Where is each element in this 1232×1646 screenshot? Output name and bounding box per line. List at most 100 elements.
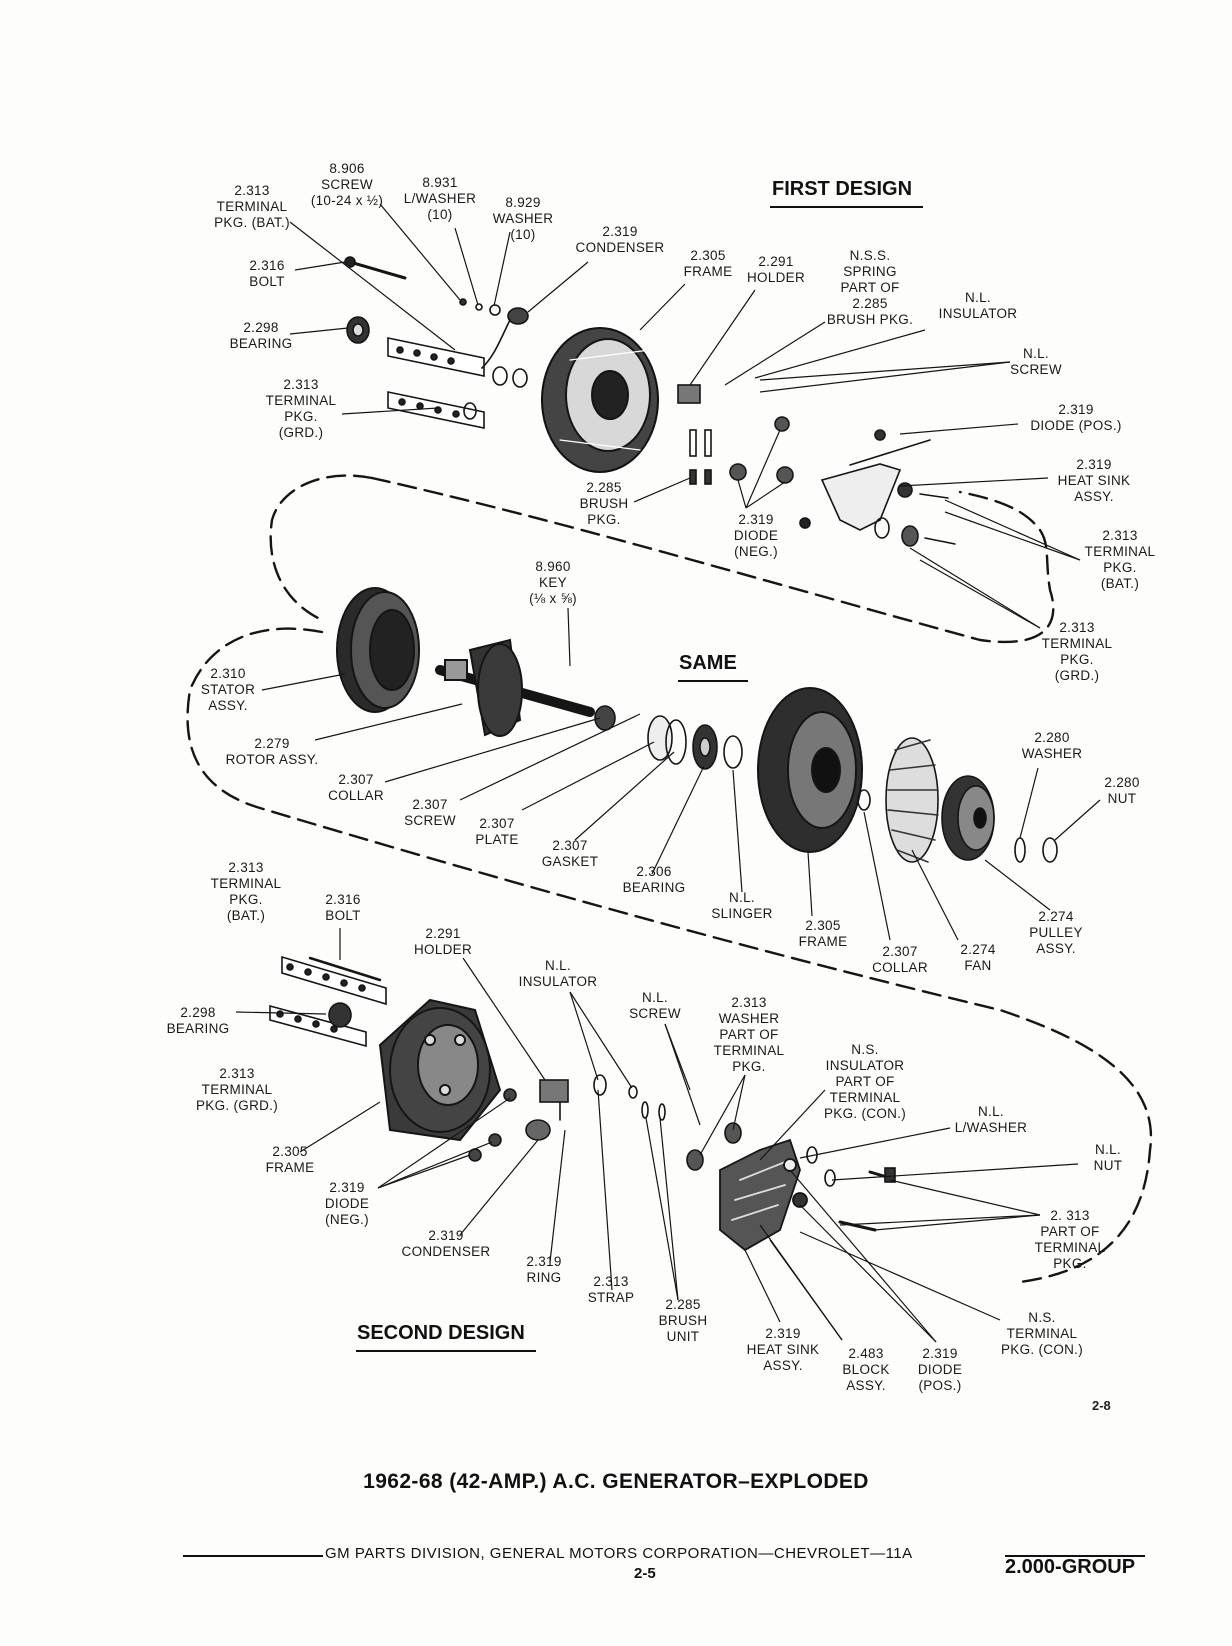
- footer-rule-right: [1005, 1555, 1145, 1557]
- stator-assembly: [336, 587, 420, 713]
- label-lwasher-nl: N.L.L/WASHER: [954, 1104, 1028, 1135]
- collar-2: [857, 789, 871, 811]
- bolt-1: [344, 256, 407, 280]
- terminal-insulators-2: [686, 1122, 742, 1171]
- label-screw-nl-2: N.L.SCREW: [629, 990, 681, 1021]
- page-number: 2-5: [634, 1565, 656, 1582]
- second-design-boundary: [186, 627, 1153, 1284]
- footer-division: GM PARTS DIVISION, GENERAL MOTORS CORPOR…: [325, 1545, 913, 1562]
- heat-sink-assembly-2: [719, 1138, 808, 1252]
- pulley-washer-nut: [1014, 837, 1058, 863]
- slip-ring-frame-2: [378, 998, 502, 1142]
- heat-sink-1: [820, 429, 931, 531]
- label-nut-nl: N.L.NUT: [1093, 1142, 1123, 1173]
- heading-first-design: FIRST DESIGN: [772, 178, 913, 200]
- bolt-2: [308, 956, 382, 982]
- slip-ring-frame-1: [541, 327, 659, 473]
- group-number: 2.000-GROUP: [1005, 1556, 1136, 1578]
- figure-caption: 1962-68 (42-AMP.) A.C. GENERATOR–EXPLODE…: [363, 1470, 869, 1493]
- collar-1: [594, 705, 616, 731]
- heading-same: SAME: [679, 652, 737, 674]
- brush-springs-2: [593, 1074, 666, 1121]
- pulley: [941, 775, 995, 861]
- label-insulator-nl-1: N.L.INSULATOR: [938, 290, 1018, 321]
- condenser-2: [525, 1119, 551, 1141]
- slinger: [723, 735, 743, 769]
- brush-holder-1: [677, 384, 712, 485]
- diodes-2: [468, 1088, 517, 1162]
- label-insulator-nl-2: N.L.INSULATOR: [518, 958, 598, 989]
- heading-first-design-underline: [770, 206, 923, 208]
- terminal-strip-1: [387, 337, 528, 429]
- figure-number: 2-8: [1092, 1398, 1111, 1413]
- diodes-1: [729, 416, 811, 529]
- condenser-1: [481, 307, 529, 369]
- label-screw-nl-1: N.L.SCREW: [1010, 346, 1062, 377]
- plate-gasket: [647, 715, 687, 765]
- small-hardware-1: [459, 298, 501, 316]
- terminal-hardware-1: [874, 493, 956, 547]
- terminal-strip-2: [269, 955, 387, 1048]
- drive-end-frame: [757, 687, 863, 853]
- heading-second-design-underline: [356, 1350, 536, 1352]
- label-slinger-nl: N.L.SLINGER: [711, 890, 773, 921]
- holder-2: [539, 1079, 569, 1121]
- heading-second-design: SECOND DESIGN: [357, 1322, 525, 1344]
- first-design-boundary: [269, 474, 1055, 644]
- footer-rule-left: [183, 1555, 323, 1557]
- bearing-2: [328, 1002, 352, 1028]
- rotor-assembly: [435, 638, 595, 737]
- bearing-1: [346, 316, 370, 344]
- fan: [885, 737, 939, 863]
- heading-same-underline: [678, 680, 748, 682]
